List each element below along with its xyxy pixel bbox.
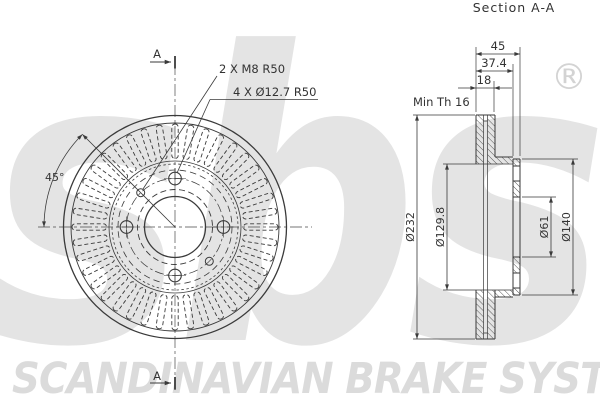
vane-slot <box>239 245 274 262</box>
vane-slot <box>90 265 121 290</box>
vane-root-circle <box>108 160 242 294</box>
vane-slot <box>203 287 224 320</box>
vane-slot <box>126 134 147 167</box>
dimension-lines <box>415 52 575 340</box>
vane-slot <box>76 245 111 262</box>
center-bore <box>143 195 207 259</box>
section-marker-a-top: A <box>153 47 161 61</box>
vane-slot <box>140 128 157 163</box>
disc-outer-edge <box>62 114 288 340</box>
vane-slot <box>239 192 274 209</box>
registered-trademark-icon: ® <box>551 57 587 98</box>
vane-slot <box>193 128 210 163</box>
vane-slot <box>72 234 108 247</box>
min-thickness-label: Min Th 16 <box>413 95 470 109</box>
vane-slot <box>229 265 260 290</box>
section-view <box>413 47 578 340</box>
vane-slot <box>112 281 137 312</box>
brand-bottom-text: SCANDINAVIAN BRAKE SYSTEMS <box>12 354 600 400</box>
vane-slot <box>71 223 107 231</box>
vane-slot <box>243 223 279 231</box>
vane-slot <box>222 274 250 302</box>
dim-total-width-label: 45 <box>491 39 506 53</box>
vane-slot <box>222 152 250 180</box>
dim-outer-diameter-label: Ø232 <box>404 212 417 242</box>
vane-slot <box>112 142 137 173</box>
vane-slot <box>213 281 238 312</box>
dim-bore-diameter-label: Ø61 <box>538 216 551 239</box>
section-outline <box>475 114 521 340</box>
vane-slot <box>193 291 210 326</box>
vane-slot <box>182 124 195 160</box>
vane-slot <box>155 124 168 160</box>
vane-slot <box>229 164 260 189</box>
dim-inner-width-label: 37.4 <box>481 56 507 70</box>
vane-slot <box>203 134 224 167</box>
vane-slot <box>126 287 147 320</box>
vane-slot <box>242 207 278 220</box>
vane-slot <box>100 274 128 302</box>
section-marker-a-bottom: A <box>153 369 161 383</box>
angle-label: 45° <box>45 171 65 184</box>
vane-slot <box>72 207 108 220</box>
angle-dimension <box>42 134 176 228</box>
vane-slot <box>155 294 168 330</box>
dim-hub-flange-diameter-label: Ø140 <box>560 212 573 242</box>
ventilation-slots <box>71 123 279 331</box>
vane-slot <box>242 234 278 247</box>
vane-slot <box>82 178 115 199</box>
dim-disc-thickness-label: 18 <box>477 73 492 87</box>
vane-slot <box>182 294 195 330</box>
bolt-holes <box>116 168 234 286</box>
disc-chamfer-edge <box>70 122 280 332</box>
vane-slot <box>82 255 115 276</box>
dim-friction-inner-diameter-label: Ø129.8 <box>434 207 447 247</box>
vane-slot <box>76 192 111 209</box>
front-view <box>38 56 318 391</box>
vane-slot <box>235 178 268 199</box>
bolt-holes-annotation: 4 X Ø12.7 R50 <box>233 85 316 99</box>
labels: Section A-A 45 37.4 18 Min Th 16 Ø232 Ø1… <box>45 0 573 383</box>
leader-lines <box>142 75 318 190</box>
vane-slot <box>213 142 238 173</box>
vane-slot <box>90 164 121 189</box>
vane-slot <box>171 295 179 331</box>
thread-holes-annotation: 2 X M8 R50 <box>219 62 285 76</box>
section-hatching <box>476 115 520 339</box>
thread-holes <box>136 188 214 266</box>
vane-slot <box>235 255 268 276</box>
friction-inner-edge <box>111 163 239 291</box>
hub-register-circle <box>137 189 213 265</box>
vane-slot <box>171 123 179 159</box>
section-markers <box>150 56 176 390</box>
section-title: Section A-A <box>473 0 555 15</box>
extension-lines <box>413 47 578 340</box>
vane-slot <box>140 291 157 326</box>
